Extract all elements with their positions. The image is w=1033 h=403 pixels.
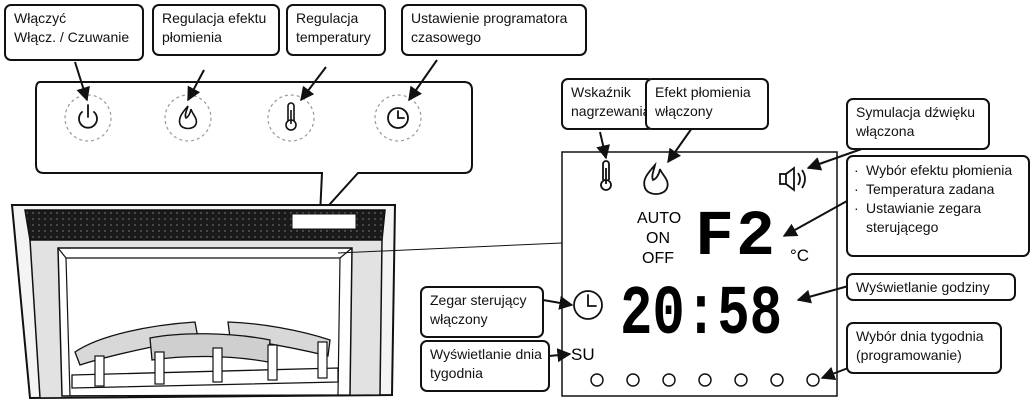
weekday-display: SU: [571, 345, 595, 364]
callout-power: Włączyć Włącz. / Czuwanie: [4, 4, 144, 61]
callout-flame-adjust-line1: Regulacja efektu: [162, 10, 267, 26]
callout-sound-on: Symulacja dźwięku włączona: [846, 98, 990, 150]
callout-multi-item3-cont: sterującego: [866, 219, 939, 235]
day-dot: [806, 373, 820, 387]
temperature-button[interactable]: [267, 94, 315, 142]
callout-power-line2: Włącz. / Czuwanie: [14, 29, 130, 45]
time-display: 20:58: [620, 276, 782, 355]
flame-code-text: F2: [695, 202, 777, 274]
callout-flame-adjust: Regulacja efektu płomienia: [152, 4, 280, 56]
day-dot: [698, 373, 712, 387]
callout-clock-display: Wyświetlanie godziny: [846, 273, 1016, 301]
power-icon: [78, 104, 98, 129]
callout-multi-item3: Ustawianie zegara: [866, 200, 982, 216]
flame-on-icon: [643, 161, 669, 195]
timer-button[interactable]: [374, 94, 422, 142]
callout-flame-on: Efekt płomienia włączony: [645, 78, 769, 130]
callout-sound-line1: Symulacja dźwięku: [856, 104, 976, 120]
callout-heating-line2: nagrzewania: [571, 103, 651, 119]
callout-multi-function: ·Wybór efektu płomienia ·Temperatura zad…: [846, 155, 1030, 257]
callout-timer-on-line2: włączony: [430, 311, 488, 327]
callout-multi-item2: Temperatura zadana: [866, 181, 995, 197]
unit-celsius: °C: [790, 246, 809, 265]
callout-weekday-select-line1: Wybór dnia tygodnia: [856, 328, 984, 344]
callout-multi-item1: Wybór efektu płomienia: [866, 162, 1013, 178]
callout-flame-on-line1: Efekt płomienia: [655, 84, 751, 100]
callout-temperature-adjust: Regulacja temperatury: [286, 4, 386, 56]
day-dot: [626, 373, 640, 387]
callout-weekday-display-line2: tygodnia: [430, 365, 483, 381]
lcd-display: AUTO ON OFF F2 °C 20:58 SU: [561, 151, 838, 397]
control-panel: [35, 81, 473, 218]
callout-flame-on-line2: włączony: [655, 103, 713, 119]
callout-timer-setting-line2: czasowego: [411, 29, 482, 45]
timer-on-icon: [573, 290, 603, 320]
day-dot: [770, 373, 784, 387]
day-dot: [662, 373, 676, 387]
callout-power-line1: Włączyć: [14, 10, 67, 26]
power-button[interactable]: [64, 94, 112, 142]
callout-flame-adjust-line2: płomienia: [162, 29, 222, 45]
clock-icon: [387, 107, 409, 129]
heating-indicator-icon: [600, 160, 612, 191]
day-dot: [590, 373, 604, 387]
callout-weekday-select: Wybór dnia tygodnia (programowanie): [846, 322, 1002, 374]
callout-clock-display-line1: Wyświetlanie godziny: [856, 279, 990, 295]
flame-effect-button[interactable]: [164, 94, 212, 142]
callout-weekday-display-line1: Wyświetlanie dnia: [430, 346, 542, 362]
day-dot: [734, 373, 748, 387]
callout-weekday-display: Wyświetlanie dnia tygodnia: [420, 340, 550, 392]
mode-on-label: ON: [646, 230, 670, 247]
callout-timer-on: Zegar sterujący włączony: [420, 286, 544, 338]
fireplace-illustration: [10, 204, 563, 400]
mode-auto-label: AUTO: [637, 210, 681, 227]
callout-temperature-adjust-line1: Regulacja: [296, 10, 359, 26]
flame-code-display: F2: [695, 202, 777, 274]
lcd-window: [291, 213, 357, 230]
day-dots: [590, 373, 820, 387]
callout-weekday-select-line2: (programowanie): [856, 347, 962, 363]
thermometer-icon: [285, 102, 297, 131]
callout-temperature-adjust-line2: temperatury: [296, 29, 371, 45]
flame-icon: [178, 105, 198, 130]
callout-heating-line1: Wskaźnik: [571, 84, 631, 100]
callout-heating-indicator: Wskaźnik nagrzewania: [561, 78, 655, 130]
callout-timer-setting: Ustawienie programatora czasowego: [401, 4, 587, 56]
callout-timer-setting-line1: Ustawienie programatora: [411, 10, 568, 26]
mode-off-label: OFF: [642, 250, 674, 267]
callout-sound-line2: włączona: [856, 123, 915, 139]
callout-timer-on-line1: Zegar sterujący: [430, 292, 527, 308]
sound-on-icon: [779, 166, 806, 192]
